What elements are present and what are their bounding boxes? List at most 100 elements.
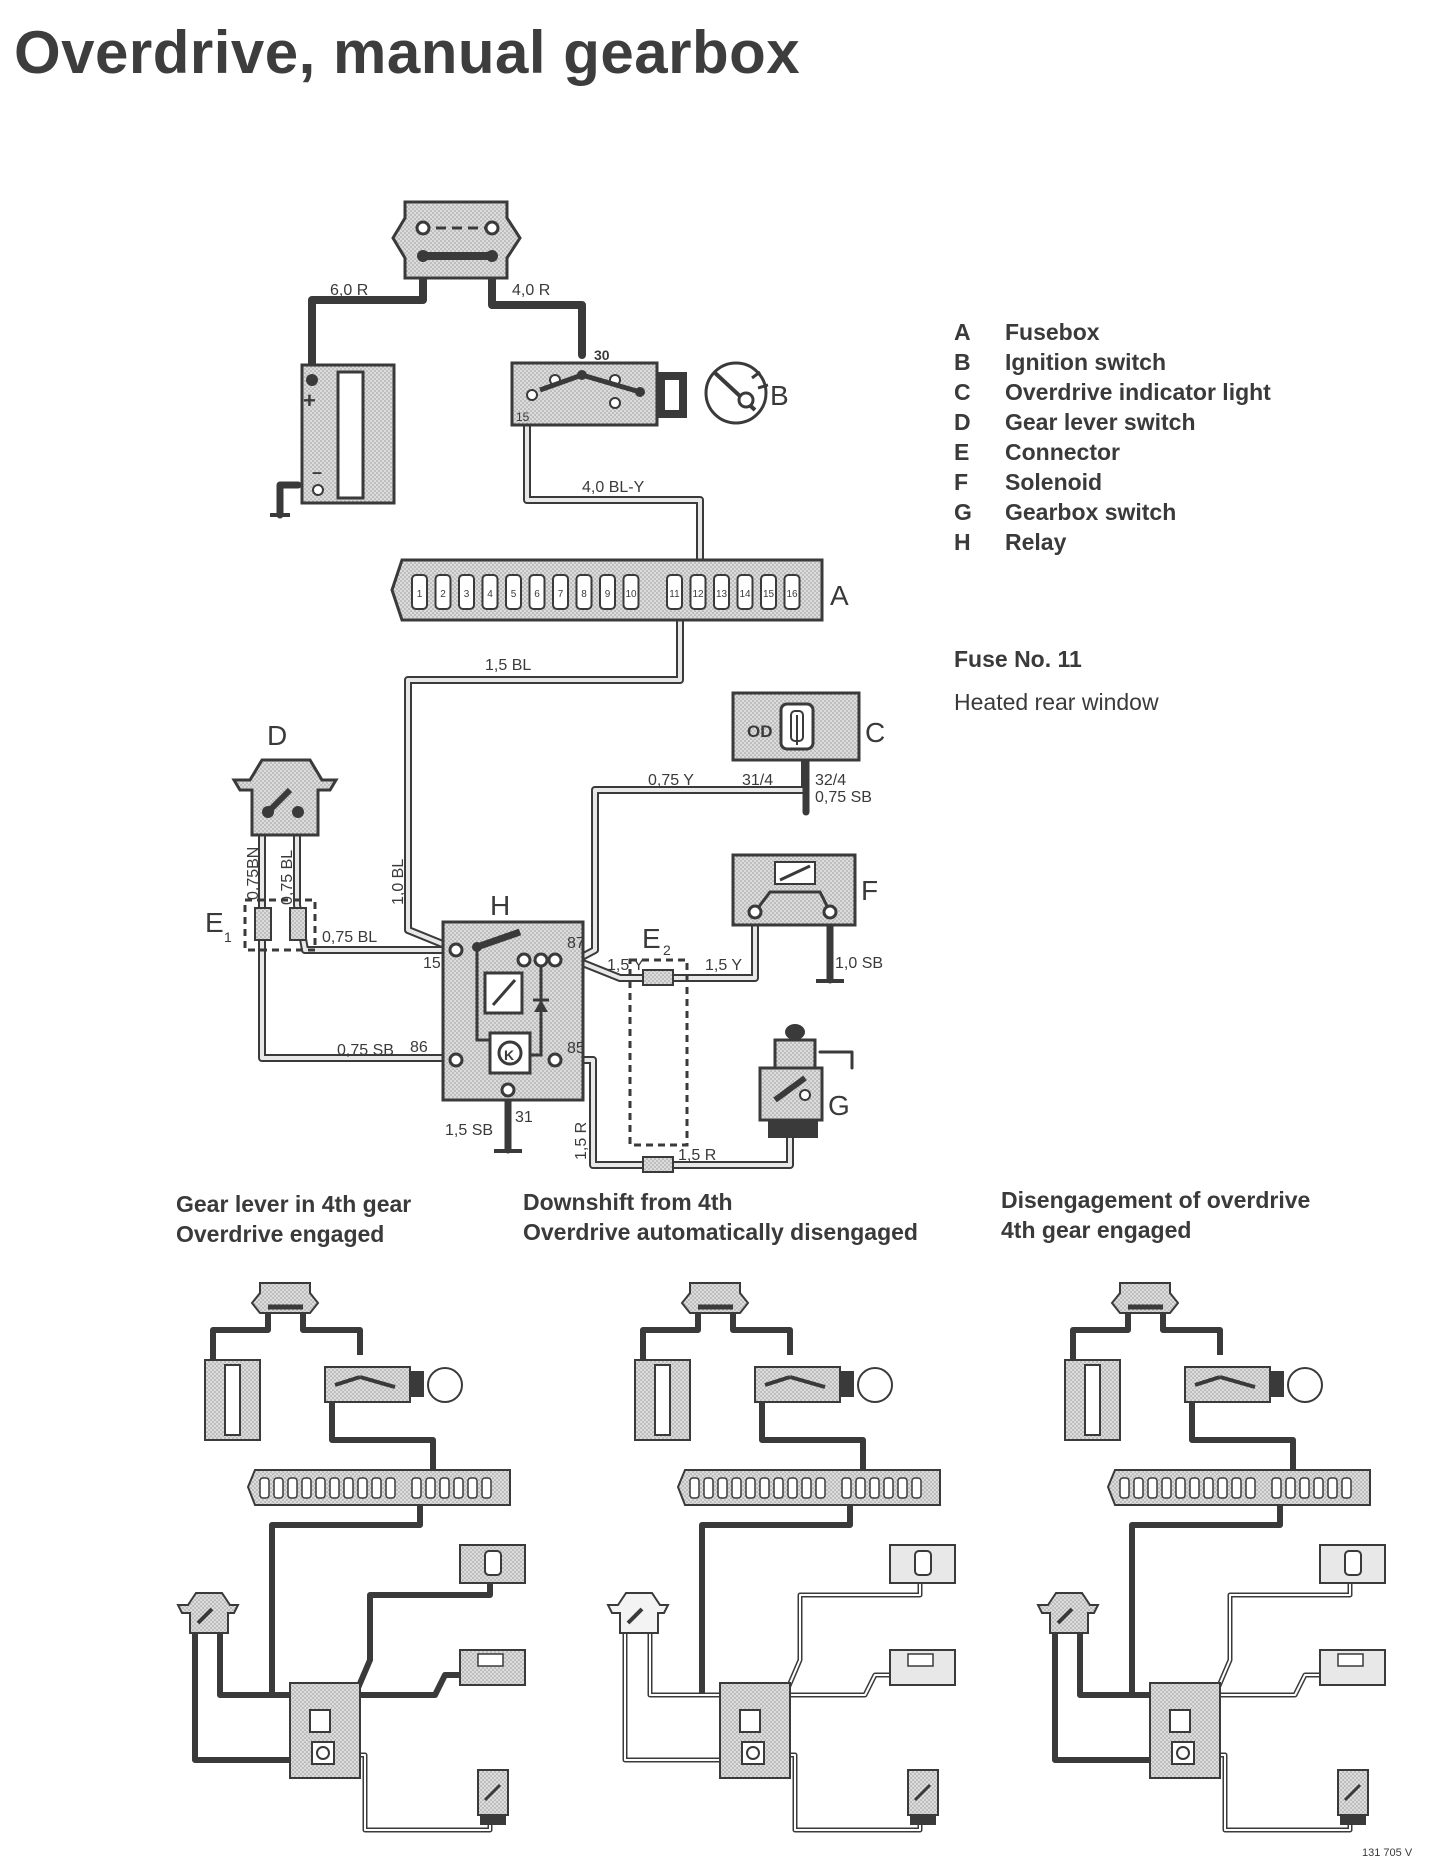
fuse-label: 5 <box>511 589 517 600</box>
mini-diagrams <box>176 1282 1386 1833</box>
legend-text: Relay <box>1005 529 1067 555</box>
legend-letter: E <box>954 439 969 465</box>
letter-a: A <box>830 580 849 611</box>
legend-letter: G <box>954 499 972 525</box>
ignition-key-icon <box>704 361 769 425</box>
fuse-8: 8 <box>575 574 593 610</box>
legend-text: Connector <box>1005 439 1120 465</box>
terminal-87: 87 <box>567 935 585 952</box>
label-1-5-r-v: 1,5 R <box>573 1122 590 1160</box>
letter-c: C <box>865 717 885 748</box>
label-0-75-bl-v: 0,75 BL <box>279 850 296 905</box>
gear-lever-switch <box>231 758 339 837</box>
connector-e1 <box>243 898 317 952</box>
label-1-5-sb: 1,5 SB <box>445 1122 493 1139</box>
legend-text: Fusebox <box>1005 319 1100 345</box>
letter-e1-sub: 1 <box>224 929 232 945</box>
label-6-0-r: 6,0 R <box>330 282 368 299</box>
label-1-5-r-h: 1,5 R <box>678 1147 716 1164</box>
terminal-15-ign: 15 <box>516 410 530 424</box>
fuse-label: 3 <box>464 589 470 600</box>
fuse-label: 9 <box>605 589 611 600</box>
fuse-title: Fuse No. 11 <box>954 646 1082 672</box>
letter-f: F <box>861 875 878 906</box>
label-0-75-y: 0,75 Y <box>648 772 694 789</box>
legend-text: Ignition switch <box>1005 349 1166 375</box>
captions: Gear lever in 4th gear Overdrive engaged… <box>176 1187 1310 1247</box>
label-4-0-bl-y: 4,0 BL-Y <box>582 479 645 496</box>
fuse-label: 2 <box>440 589 446 600</box>
letter-e2: E <box>642 923 661 954</box>
fuse-6: 6 <box>528 574 546 610</box>
terminal-30: 30 <box>594 347 610 363</box>
legend-text: Gear lever switch <box>1005 409 1196 435</box>
fuse-label: 1 <box>417 589 423 600</box>
terminal-31-4: 31/4 <box>742 772 773 789</box>
legend-text: Solenoid <box>1005 469 1102 495</box>
fuse-label: 4 <box>487 589 493 600</box>
legend-letter: F <box>954 469 968 495</box>
svg-text:+: + <box>303 388 316 413</box>
terminal-32-4: 32/4 <box>815 772 846 789</box>
state-diagram <box>176 1282 526 1833</box>
component-letters: A B C D E 1 E 2 F G H <box>205 380 885 1121</box>
fuse-label: 11 <box>669 589 680 600</box>
fuse-3: 3 <box>458 574 475 610</box>
fuse-11: 11 <box>666 574 683 610</box>
svg-text:–: – <box>312 462 322 482</box>
legend-text: Gearbox switch <box>1005 499 1176 525</box>
caption-3-line1: Disengagement of overdrive <box>1001 1187 1310 1213</box>
label-1-0-bl: 1,0 BL <box>390 859 407 905</box>
fuse-7: 7 <box>552 574 569 610</box>
terminal-15: 15 <box>423 955 441 972</box>
legend-text: Overdrive indicator light <box>1005 379 1271 405</box>
terminal-85: 85 <box>567 1040 585 1057</box>
label-4-0-r: 4,0 R <box>512 282 550 299</box>
legend-letter: H <box>954 529 971 555</box>
caption-2-line2: Overdrive automatically disengaged <box>523 1219 918 1245</box>
letter-e2-sub: 2 <box>663 942 671 958</box>
label-1-5-bl: 1,5 BL <box>485 657 531 674</box>
caption-1-line1: Gear lever in 4th gear <box>176 1191 411 1217</box>
fuse-10: 10 <box>622 574 640 610</box>
fuse-12: 12 <box>689 574 707 610</box>
page-title: Overdrive, manual gearbox <box>14 19 801 86</box>
fuse-5: 5 <box>505 574 522 610</box>
fuse-1: 1 <box>411 574 428 610</box>
fuse-label: 13 <box>716 589 728 600</box>
ignition-switch <box>510 361 769 427</box>
fuse-9: 9 <box>599 574 616 610</box>
legend-letter: B <box>954 349 971 375</box>
fusebox-connector-top <box>391 200 522 280</box>
label-0-75-bl-h: 0,75 BL <box>322 929 377 946</box>
fuse-label: 6 <box>534 589 540 600</box>
indicator-light <box>731 691 861 762</box>
relay: K <box>441 920 585 1102</box>
fuse-2: 2 <box>434 574 452 610</box>
letter-b: B <box>770 380 789 411</box>
legend-letter: C <box>954 379 971 405</box>
letter-e1: E <box>205 907 224 938</box>
wire-labels: 6,0 R 4,0 R 4,0 BL-Y 1,5 BL 1,0 BL 0,75B… <box>245 282 883 1164</box>
svg-text:K: K <box>504 1047 514 1063</box>
caption-1-line2: Overdrive engaged <box>176 1221 384 1247</box>
figure-code: 131 705 V <box>1362 1847 1413 1859</box>
connector-e2 <box>628 958 689 1173</box>
label-1-5-y-a: 1,5 Y <box>607 957 644 974</box>
caption-3-line2: 4th gear engaged <box>1001 1217 1191 1243</box>
caption-2-line1: Downshift from 4th <box>523 1189 733 1215</box>
letter-g: G <box>828 1090 850 1121</box>
gearbox-switch <box>758 1024 824 1138</box>
fuse-label: 7 <box>558 589 564 600</box>
legend-letter: A <box>954 319 971 345</box>
wire-4-0-r <box>488 251 586 359</box>
fuse-label: 16 <box>786 589 798 600</box>
indicator-od-label: OD <box>747 722 773 741</box>
fuse-14: 14 <box>736 574 754 610</box>
state-diagram <box>1036 1282 1386 1833</box>
battery: + – <box>300 363 396 505</box>
terminal-86: 86 <box>410 1039 428 1056</box>
